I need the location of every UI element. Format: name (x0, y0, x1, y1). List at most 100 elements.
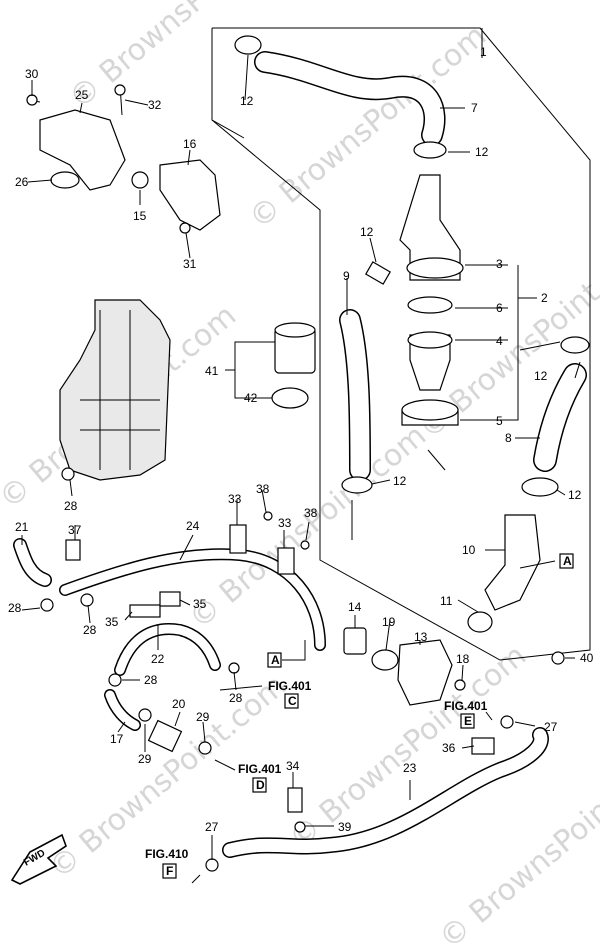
seal-part-5-top (401, 399, 459, 421)
powerhead-detail (80, 310, 160, 470)
callout-22: 22 (151, 652, 165, 666)
callout-6: 6 (496, 301, 503, 315)
clip-part-12 (365, 261, 391, 285)
callout-29: 29 (196, 710, 210, 724)
bracket-part-37 (65, 539, 81, 561)
bracket-part-36 (471, 737, 495, 755)
callout-28: 28 (64, 499, 78, 513)
ref-box-f (162, 863, 177, 879)
ref-box-d (252, 777, 267, 793)
callout-26: 26 (15, 175, 29, 189)
bolt-part-18 (454, 679, 466, 691)
callout-12: 12 (393, 474, 407, 488)
clamp-part-28 (108, 673, 122, 687)
bolt-part-32 (114, 84, 126, 96)
callout-4: 4 (496, 334, 503, 348)
callout-10: 10 (462, 543, 476, 557)
callout-32: 32 (148, 98, 162, 112)
assembly-outline (211, 27, 591, 661)
callout-42: 42 (244, 391, 258, 405)
gasket-part-19 (371, 649, 399, 671)
callout-27: 27 (544, 720, 558, 734)
callout-37: 37 (68, 523, 82, 537)
ref-leader-d (214, 759, 236, 771)
callout-13: 13 (414, 630, 428, 644)
ref-box-a (267, 652, 282, 668)
callout-28: 28 (83, 623, 97, 637)
callout-8: 8 (505, 431, 512, 445)
callout-35: 35 (105, 615, 119, 629)
bolt-part-40 (551, 651, 565, 665)
fig401-e-label: FIG.401 (444, 699, 488, 713)
callout-12: 12 (360, 225, 374, 239)
hose-part-7-fill (255, 52, 445, 145)
clamp-part-12 (413, 141, 447, 159)
bracket-part-35 (129, 604, 161, 618)
callout-24: 24 (186, 519, 200, 533)
o-ring-part-11 (467, 611, 493, 633)
hose-part-21-fill (14, 539, 51, 586)
ref-box-e (460, 713, 475, 729)
ref-box-a (559, 553, 574, 569)
callout-35: 35 (193, 597, 207, 611)
reference-layer: A A FIG.401 C FIG.401 E FIG.401 D FIG.41… (145, 553, 574, 879)
ref-box-e-label: E (464, 714, 472, 728)
callout-38: 38 (304, 506, 318, 520)
bracket-part-34 (287, 787, 303, 813)
callout-39: 39 (338, 820, 352, 834)
clamp-part-28 (40, 598, 54, 612)
fig401-d-label: FIG.401 (238, 762, 282, 776)
ref-leader-a (282, 640, 306, 661)
fitting-part-10 (484, 514, 541, 611)
callout-12: 12 (240, 94, 254, 108)
callout-28: 28 (144, 673, 158, 687)
callout-5: 5 (496, 414, 503, 428)
callout-9: 9 (343, 269, 350, 283)
callout-19: 19 (382, 615, 396, 629)
callout-17: 17 (110, 732, 124, 746)
thermostat-part-4-top (407, 331, 453, 349)
callout-16: 16 (183, 137, 197, 151)
callout-27: 27 (205, 820, 219, 834)
callout-14: 14 (348, 600, 362, 614)
assembly-outline (211, 28, 245, 139)
callout-layer: 1 2 3 4 5 6 7 8 9 10 11 12 12 12 12 12 1… (8, 45, 594, 834)
thermostat-housing-part-1 (399, 174, 461, 281)
o-ring-part-42 (271, 387, 309, 409)
callout-2: 2 (541, 291, 548, 305)
callout-28: 28 (229, 691, 243, 705)
callout-33: 33 (278, 516, 292, 530)
fig401-c-label: FIG.401 (268, 679, 312, 693)
callout-23: 23 (403, 761, 417, 775)
ref-box-a-label: A (271, 653, 280, 667)
leader-lines (21, 28, 581, 860)
thermostat-part-15 (131, 171, 149, 189)
callout-18: 18 (456, 652, 470, 666)
callout-38: 38 (256, 482, 270, 496)
bracket-part-33 (277, 547, 295, 575)
cover-part-13 (397, 639, 453, 706)
clamp-part-29 (138, 708, 152, 722)
callout-30: 30 (25, 67, 39, 81)
callout-12: 12 (534, 369, 548, 383)
ref-box-c (284, 693, 299, 709)
callout-15: 15 (133, 209, 147, 223)
callout-31: 31 (183, 257, 197, 271)
seal-part-3 (406, 257, 464, 279)
screw-part-38 (300, 540, 310, 550)
callout-33: 33 (228, 492, 242, 506)
hose-part-9-fill (340, 310, 370, 480)
callout-25: 25 (75, 88, 89, 102)
callout-29: 29 (138, 752, 152, 766)
callout-34: 34 (286, 759, 300, 773)
cover-part-16 (159, 159, 221, 231)
ref-leader-e (485, 711, 493, 721)
clamp-part-12 (341, 476, 373, 494)
callout-40: 40 (580, 651, 594, 665)
ref-box-f-label: F (166, 864, 173, 878)
ref-box-c-label: C (288, 694, 297, 708)
callout-28: 28 (8, 601, 22, 615)
bolt-part-30 (26, 94, 38, 106)
screw-part-39 (294, 821, 306, 833)
